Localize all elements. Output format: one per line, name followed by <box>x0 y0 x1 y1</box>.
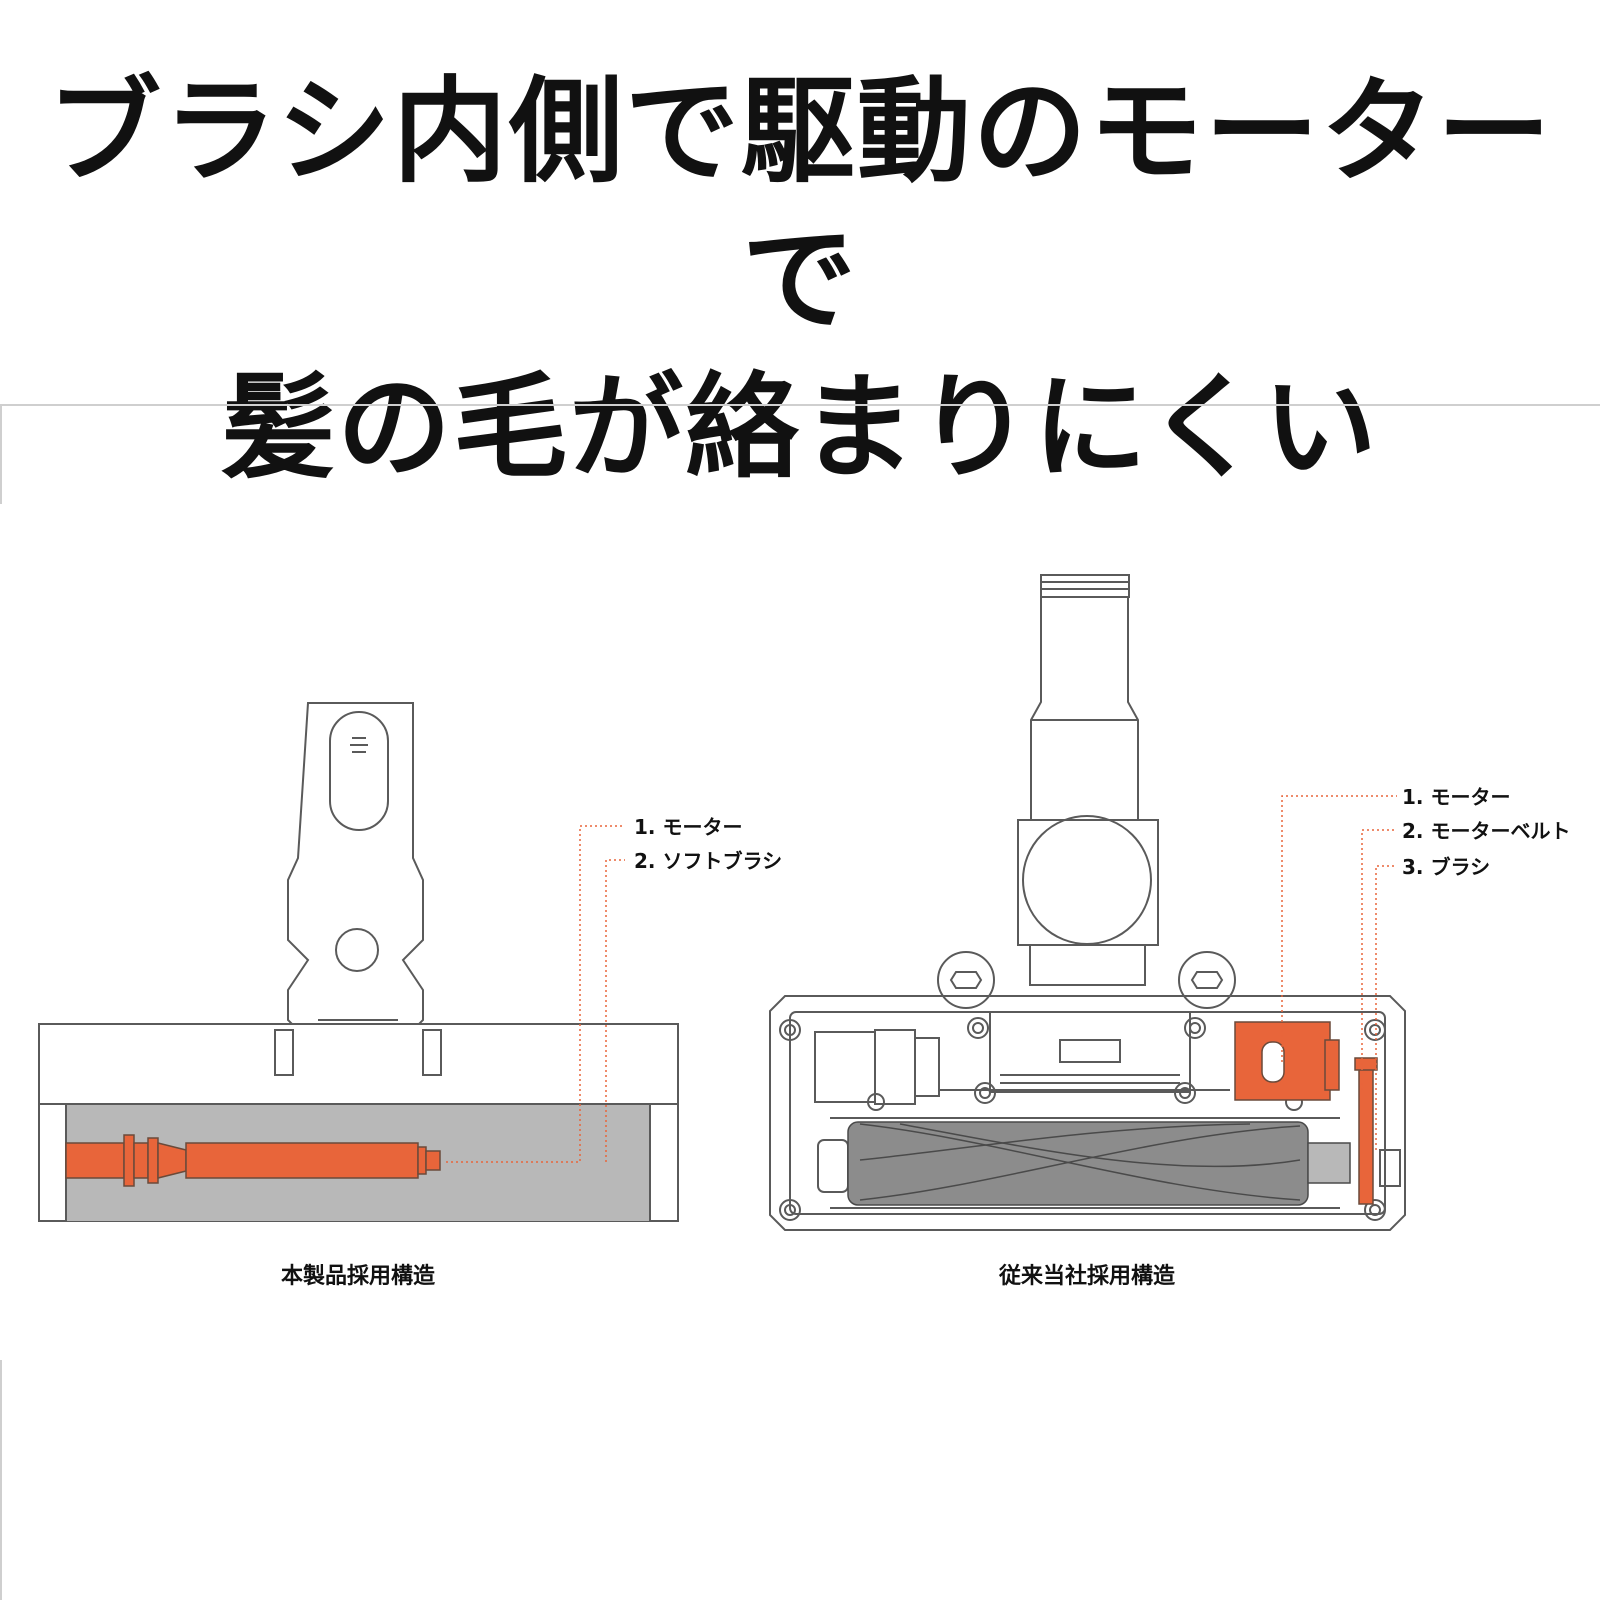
headline-line-2: 髪の毛が絡まりにくい <box>221 361 1379 494</box>
right-motor <box>1234 1021 1340 1101</box>
headline: ブラシ内側で駆動のモーターで 髪の毛が絡まりにくい <box>0 58 1600 502</box>
left-label-soft-brush: 2. ソフトブラシ <box>634 849 782 873</box>
left-soft-brush-roll <box>65 1134 441 1187</box>
right-brush-head <box>769 574 1406 1231</box>
right-label-motor: 1. モーター <box>1402 785 1510 809</box>
right-label-brush: 3. ブラシ <box>1402 855 1490 879</box>
section-divider <box>0 404 1600 406</box>
left-label-motor: 1. モーター <box>634 815 742 839</box>
left-edge-mark-bottom <box>0 1360 2 1600</box>
right-callout-lines <box>1281 795 1397 1150</box>
left-callout-lines <box>446 825 625 1163</box>
right-caption: 従来当社採用構造 <box>998 1263 1175 1289</box>
right-motor-belt <box>1354 1057 1378 1205</box>
right-label-motor-belt: 2. モーターベルト <box>1402 819 1570 843</box>
left-edge-mark-top <box>0 404 2 504</box>
left-caption: 本製品採用構造 <box>281 1263 435 1289</box>
right-brush-roll <box>847 1121 1351 1206</box>
headline-line-1: ブラシ内側で駆動のモーターで <box>47 65 1553 346</box>
